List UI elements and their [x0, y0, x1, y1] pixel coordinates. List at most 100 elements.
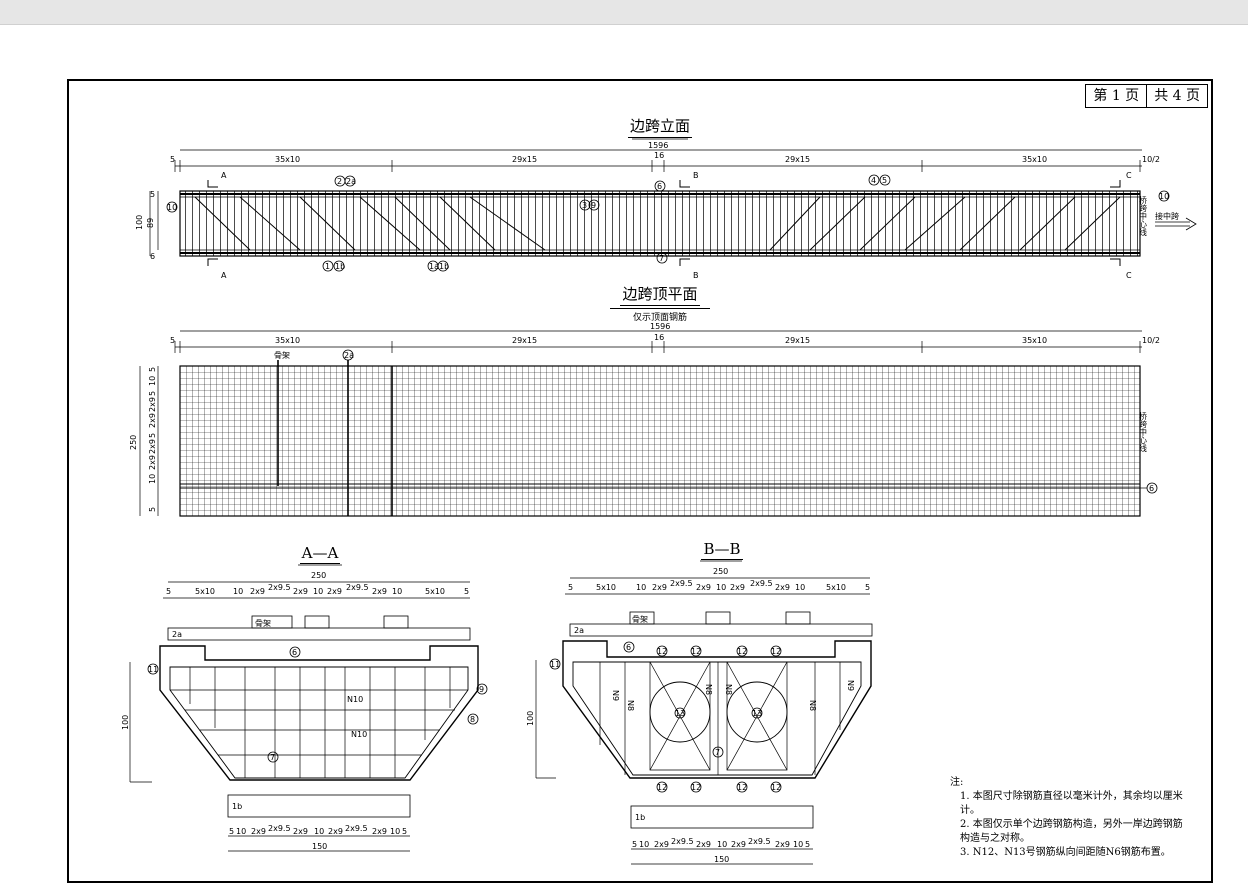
section-a-bottom-width: 150: [312, 842, 327, 851]
plan-title: 边跨顶平面: [620, 283, 700, 306]
section-a-callout-3: 8: [470, 715, 475, 724]
elevation-dim-5: 35x10: [1022, 155, 1047, 164]
section-mark-c-bottom: C: [1126, 271, 1132, 280]
plan-height-6: 5: [148, 433, 157, 438]
section-b-top-dim-5: 2x9: [696, 583, 711, 592]
section-b-top-dim-1: 5x10: [596, 583, 616, 592]
elevation-dim-2: 29x15: [512, 155, 537, 164]
section-a-top-dim-9: 2x9: [372, 587, 387, 596]
section-a-callout-2: 9: [479, 685, 484, 694]
section-a-top-dim-2: 10: [233, 587, 243, 596]
notes-heading: 注:: [950, 777, 964, 788]
section-a-tag-bottom: 1b: [232, 802, 242, 811]
section-b-width: 250: [713, 567, 728, 576]
section-a-bottom-dim-1: 10: [236, 827, 246, 836]
elevation-callout-12: 7: [659, 254, 664, 263]
section-b-inner-0: N9: [611, 690, 620, 701]
section-b-top-dim-12: 5: [865, 583, 870, 592]
plan-height-8: 2x9: [148, 455, 157, 470]
drawing-sheet: 第 1 页 共 4 页: [67, 79, 1213, 883]
section-b-callout-3: 12: [691, 647, 701, 656]
section-b-callout-4: 12: [737, 647, 747, 656]
section-b-top-dim-10: 10: [795, 583, 805, 592]
section-a-title-block: A—A: [290, 544, 350, 564]
section-a-bottom-dim-7: 2x9.5: [345, 824, 368, 833]
section-mark-a-bottom: A: [221, 271, 227, 280]
section-a-inner-1: N10: [351, 730, 367, 739]
section-a-top-dim-7: 2x9: [327, 587, 342, 596]
section-b-callout-0: 11: [550, 660, 560, 669]
section-a-top-dim-11: 5x10: [425, 587, 445, 596]
plan-dim-2: 29x15: [512, 336, 537, 345]
section-b-title: B—B: [701, 540, 743, 560]
page-current: 第 1 页: [1093, 88, 1140, 104]
section-b-bottom-dim-3: 2x9.5: [671, 837, 694, 846]
elevation-height-2: 5: [150, 190, 155, 199]
section-a-width: 250: [311, 571, 326, 580]
section-mark-c-top: C: [1126, 171, 1132, 180]
page-indicator: 第 1 页 共 4 页: [1085, 84, 1208, 108]
section-b-inner-5: N9: [846, 680, 855, 691]
plan-callout-1: 6: [1149, 484, 1154, 493]
elevation-title-block: 边跨立面: [620, 115, 700, 138]
section-b-bottom-width: 150: [714, 855, 729, 864]
elevation-dim-6: 10/2: [1142, 155, 1160, 164]
elevation-callout-7: 9: [591, 201, 596, 210]
section-a-top-dim-0: 5: [166, 587, 171, 596]
elevation-arrow-label: 接中跨: [1155, 211, 1179, 221]
section-b-top-dim-3: 2x9: [652, 583, 667, 592]
section-b-callout-10: 12: [691, 783, 701, 792]
section-b-bottom-dim-9: 10: [793, 840, 803, 849]
plan-height-1: 5: [148, 367, 157, 372]
section-b-top-dim-2: 10: [636, 583, 646, 592]
section-b-callout-7: 13: [752, 709, 762, 718]
plan-height-2: 10: [148, 376, 157, 386]
section-b-callout-6: 13: [675, 709, 685, 718]
plan-total-length: 1596: [650, 322, 670, 331]
section-a-bottom-dim-9: 10: [390, 827, 400, 836]
elevation-callout-11: 1b: [439, 262, 449, 271]
plan-frame-label: 骨架: [274, 351, 290, 360]
note-item-3: 3. N12、N13号钢筋纵向间距随N6钢筋布置。: [960, 847, 1171, 858]
plan-view: [139, 330, 1158, 517]
section-a-top-dim-12: 5: [464, 587, 469, 596]
plan-dim-0: 5: [170, 336, 175, 345]
section-b-inner-4: N8: [808, 700, 817, 711]
section-a-top-dim-6: 10: [313, 587, 323, 596]
section-b-callout-9: 12: [657, 783, 667, 792]
section-b-height: 100: [526, 711, 535, 726]
section-b-inner-1: N8: [626, 700, 635, 711]
note-item-1: 1. 本图尺寸除钢筋直径以毫米计外，其余均以厘米计。: [960, 791, 1183, 816]
elevation-callout-3: 4: [871, 176, 876, 185]
section-b-bottom-dim-2: 2x9: [654, 840, 669, 849]
section-b-bottom-dim-1: 10: [639, 840, 649, 849]
section-b-callout-1: 6: [626, 643, 631, 652]
section-b-tag-bottom: 1b: [635, 813, 645, 822]
section-b-top-dim-8: 2x9.5: [750, 579, 773, 588]
section-b-bottom-dim-7: 2x9.5: [748, 837, 771, 846]
section-b-callout-11: 12: [737, 783, 747, 792]
elevation-callout-10: 1a: [429, 262, 439, 271]
elevation-callout-1: 2a: [346, 177, 356, 186]
notes-block: 注: 1. 本图尺寸除钢筋直径以毫米计外，其余均以厘米计。 2. 本图仅示单个边…: [950, 776, 1190, 860]
section-b-top-dim-6: 10: [716, 583, 726, 592]
plan-height-4: 2x9: [148, 397, 157, 412]
plan-height-3: 5: [148, 391, 157, 396]
section-b-callout-12: 12: [771, 783, 781, 792]
section-b-bottom-dim-5: 10: [717, 840, 727, 849]
section-b-bottom-dim-8: 2x9: [775, 840, 790, 849]
section-b-top-dim-0: 5: [568, 583, 573, 592]
elevation-dim-0: 5: [170, 155, 175, 164]
elevation-side-label: 桥跨中心线: [1139, 195, 1148, 236]
elevation-dim-4: 29x15: [785, 155, 810, 164]
section-a-top-dim-3: 2x9: [250, 587, 265, 596]
section-b-bottom-dim-4: 2x9: [696, 840, 711, 849]
section-a-view: [129, 564, 488, 852]
plan-title-block: 边跨顶平面 仅示顶面钢筋: [610, 283, 710, 323]
elevation-texts: 1596 5 35x10 29x15 16 29x15 35x10 10/2 1…: [135, 141, 1179, 280]
elevation-callout-0: 2: [337, 177, 342, 186]
elevation-dim-1: 35x10: [275, 155, 300, 164]
section-a-top-dim-1: 5x10: [195, 587, 215, 596]
plan-height-7: 2x9: [148, 439, 157, 454]
section-b-top-dim-4: 2x9.5: [670, 579, 693, 588]
